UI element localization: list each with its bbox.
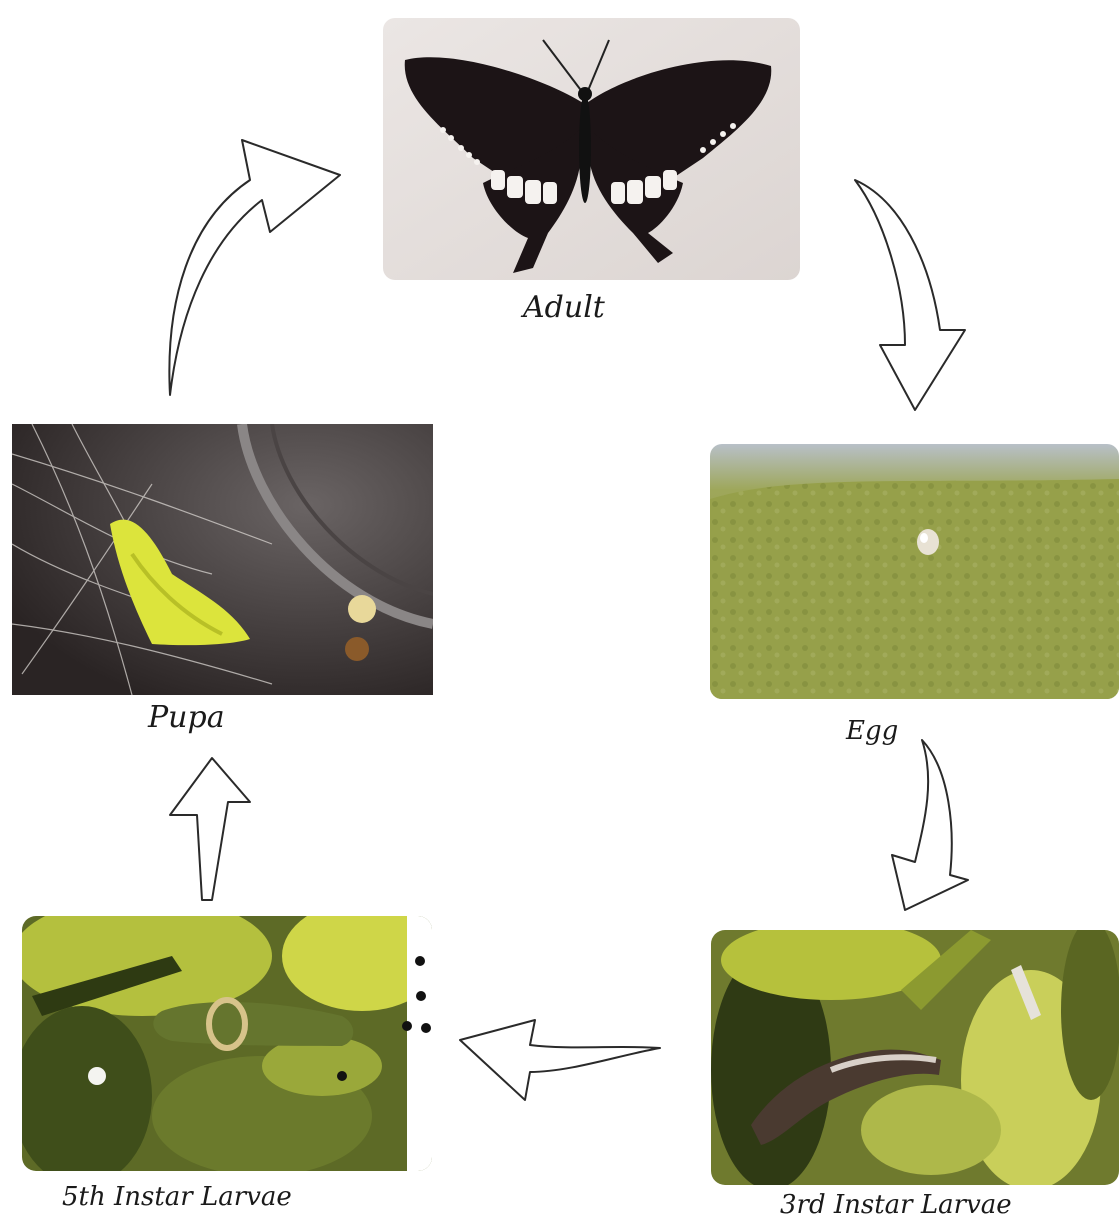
arrow-fifth-instar-to-pupa <box>170 758 250 900</box>
arrow-egg-to-third-instar <box>892 740 968 910</box>
arrow-third-to-fifth-instar <box>460 1020 660 1100</box>
arrow-adult-to-egg <box>855 180 965 410</box>
arrow-pupa-to-adult <box>169 140 340 395</box>
